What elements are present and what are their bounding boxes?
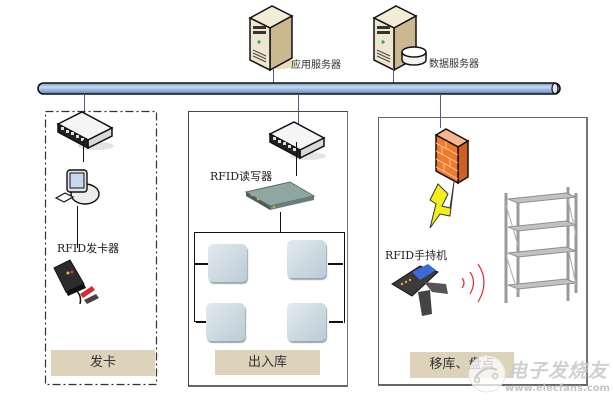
- watermark-url: www.elecfans.com: [505, 383, 610, 394]
- firewall-icon: [434, 128, 470, 185]
- rfid-reader-icon: [244, 181, 316, 210]
- reader-to-antennas-line: [280, 212, 281, 232]
- rfid-antenna-icon: [206, 303, 245, 341]
- rfid-card-issuer-label: RFID发卡器: [57, 242, 120, 255]
- network-switch-icon: [268, 121, 326, 160]
- wireless-lightning-icon: [429, 181, 455, 229]
- antenna-wiring-mid-right: [328, 263, 343, 265]
- switch-to-reader-line: [296, 142, 297, 176]
- application-server-icon: [248, 5, 298, 72]
- switch-to-pc-line: [83, 140, 84, 162]
- card-issuing-zone-border: [44, 110, 158, 386]
- database-cylinder-icon: [401, 46, 427, 66]
- zone3-link: [440, 94, 441, 128]
- card-issuing-footer: 发卡: [51, 350, 155, 376]
- database-server-label: 数据服务器: [429, 59, 479, 70]
- rfid-reader-label: RFID读写器: [210, 170, 273, 183]
- watermark-title: 电子发烧友: [508, 360, 609, 382]
- rfid-handheld-label: RFID手持机: [385, 249, 448, 262]
- warehouse-in-out-zone-border: [188, 111, 348, 387]
- antenna-wiring-left-mask: [192, 322, 196, 362]
- rfid-antenna-icon: [287, 240, 326, 278]
- db-server-link: [393, 68, 394, 84]
- app-server-link: [273, 68, 274, 84]
- storage-shelf-icon: [504, 187, 578, 303]
- database-server-icon: [372, 5, 427, 72]
- rfid-handheld-icon: [391, 264, 448, 316]
- rf-signal-waves-icon: [461, 263, 485, 303]
- rfid-antenna-icon: [208, 244, 247, 282]
- application-server-label: 应用服务器: [291, 60, 341, 71]
- pc-to-reader-line: [77, 206, 78, 248]
- antenna-wiring-bottom-right: [329, 321, 343, 323]
- network-bus: [37, 82, 561, 95]
- warehouse-in-out-footer: 出入库: [215, 350, 320, 375]
- rfid-antenna-icon: [287, 303, 326, 341]
- antenna-wiring: [194, 232, 345, 323]
- computer-icon: [54, 169, 100, 205]
- antenna-wiring-mid-left: [194, 263, 208, 265]
- rfid-card-issuer-icon: [53, 259, 99, 305]
- watermark-logo-icon: [468, 355, 506, 393]
- antenna-wiring-bottom-left: [194, 321, 206, 323]
- zone1-link: [84, 94, 85, 116]
- network-switch-icon: [56, 111, 114, 150]
